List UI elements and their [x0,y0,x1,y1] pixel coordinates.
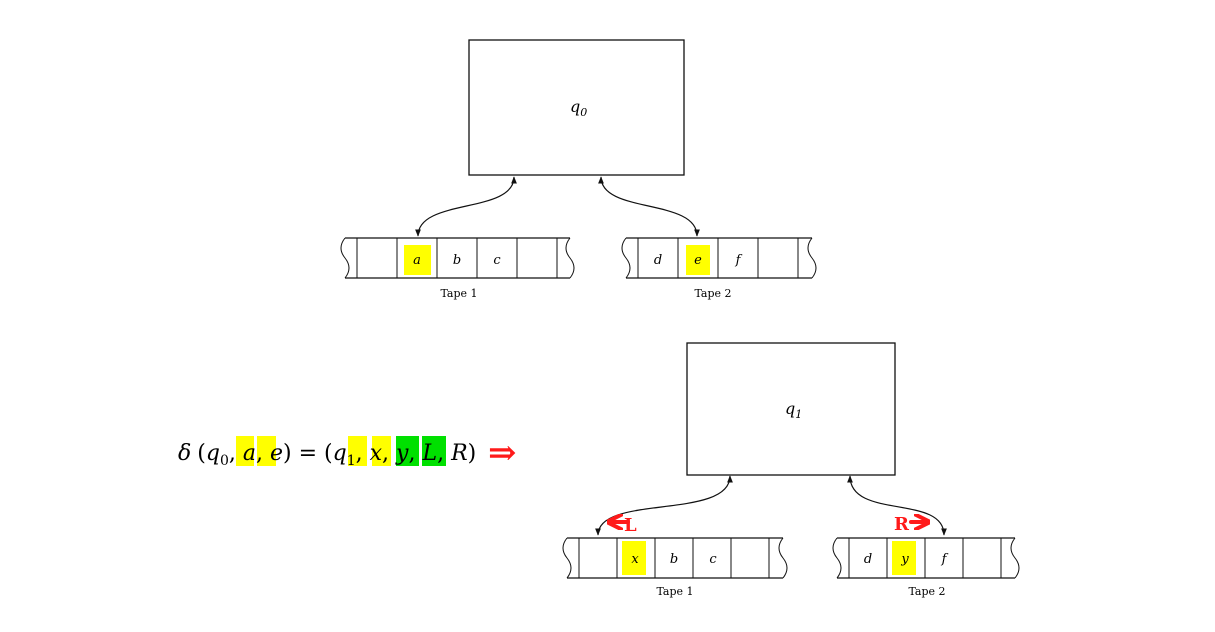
state-box-top [468,39,685,176]
head-highlight [686,245,710,275]
connector-top-tape2 [598,176,700,237]
connector-bottom-tape1 [595,475,733,536]
tape-cell: x [631,552,639,567]
tape-label: Tape 2 [694,287,731,300]
tape-label: Tape 1 [440,287,477,300]
tape-label: Tape 2 [908,585,945,598]
tape-cell: e [694,253,702,268]
move-left-annotation: L [610,515,637,536]
tape1-bottom: x b c Tape 1 [562,537,788,598]
tape2-top: d e f Tape 2 [621,237,817,300]
top-diagram: q0 a b c Tape 1 [340,39,817,300]
tape-cell: b [670,552,678,567]
tape-cell: d [654,253,662,268]
tape-cell: y [900,552,909,567]
state-label-top: q0 [570,97,587,119]
head-highlight [622,541,646,575]
move-right-annotation: R [894,514,927,535]
state-label-bottom: q1 [785,399,802,421]
tape1-top: a b c Tape 1 [340,237,575,300]
connector-bottom-tape2 [847,475,947,536]
tape-cell: f [941,552,949,567]
head-highlight [404,245,431,275]
tape-cell: c [493,253,501,268]
transition-formula: δ(q0, a, e) = (q1, x, y, L, R) ⇒ [178,433,517,473]
bottom-diagram: q1 x b c Tape 1 [562,342,1020,598]
tape-label: Tape 1 [656,585,693,598]
transition-equation: δ(q0, a, e) = (q1, x, y, L, R) [178,441,476,469]
implies-arrow: ⇒ [488,433,517,473]
tape2-bottom: d y f Tape 2 [832,537,1020,598]
state-box-bottom [686,342,896,476]
tape-cell: b [453,253,461,268]
connector-top-tape1 [415,176,517,237]
move-left-label: L [624,515,637,536]
tape-cell: d [864,552,872,567]
move-right-label: R [894,514,910,535]
tape-cell: f [735,253,743,268]
tape-cell: a [413,253,421,268]
head-highlight [892,541,916,575]
tape-cell: c [709,552,717,567]
